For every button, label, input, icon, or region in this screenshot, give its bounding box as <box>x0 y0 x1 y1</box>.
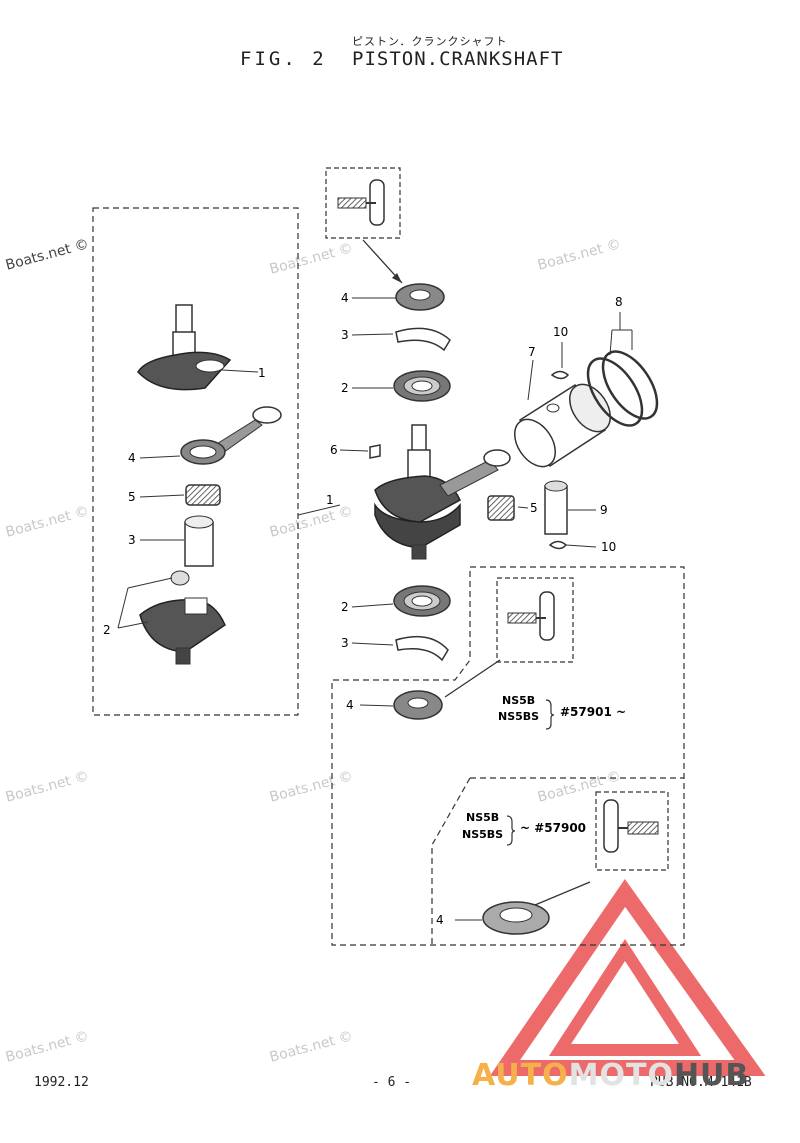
oil-seal-top <box>395 283 445 311</box>
figure-title: PISTON.CRANKSHAFT <box>352 48 564 70</box>
callout-left-5: 5 <box>128 490 136 504</box>
crank-lower-web <box>139 570 226 665</box>
oil-seal-lower <box>393 690 443 720</box>
variant-boundary <box>331 566 685 946</box>
piston-pin <box>544 480 568 535</box>
crank-upper-web <box>137 304 232 391</box>
logo-part-auto: AUTO <box>472 1058 569 1093</box>
left-assembly-box <box>92 207 299 716</box>
crank-pin-left <box>184 515 214 567</box>
piston-pin-clip-bottom <box>548 540 568 550</box>
needle-bearing-center <box>487 495 515 521</box>
callout-center-4c: 4 <box>436 913 444 927</box>
connecting-rod-left <box>180 406 282 465</box>
snap-ring-lower <box>395 635 449 662</box>
note-newer-model-2: NS5BS <box>498 710 539 723</box>
callout-left-3: 3 <box>128 533 136 547</box>
needle-bearing-left <box>185 484 221 506</box>
callout-left-1: 1 <box>258 366 266 380</box>
piston-pin-clip-top <box>550 370 570 380</box>
note-newer-serial: #57901 ~ <box>560 705 626 719</box>
autohub-logo: AUTOMOTOHUB <box>472 1058 749 1093</box>
piston-rings <box>586 350 659 427</box>
callout-left-4: 4 <box>128 451 136 465</box>
footer-page-number: - 6 - <box>372 1075 412 1090</box>
note-older-serial: ~ #57900 <box>520 821 586 835</box>
footer-publication-number: PUB.NO.M-141B <box>650 1075 752 1090</box>
snap-ring-top <box>395 327 451 352</box>
detail-box-top <box>325 167 401 239</box>
logo-triangle <box>489 879 766 1076</box>
callout-right-7: 7 <box>528 345 536 359</box>
ball-bearing-lower <box>393 585 451 617</box>
piston <box>514 383 611 468</box>
callout-center-3b: 3 <box>341 636 349 650</box>
note-older-model-1: NS5B <box>466 811 499 824</box>
callout-center-6: 6 <box>330 443 338 457</box>
callout-right-9: 9 <box>600 503 608 517</box>
note-newer-model-1: NS5B <box>502 694 535 707</box>
callout-center-4b: 4 <box>346 698 354 712</box>
logo-part-moto: MOTO <box>568 1058 674 1093</box>
title-japanese: ピストン．クランクシャフト <box>352 35 508 48</box>
callout-center-2b: 2 <box>341 600 349 614</box>
detail-box-bottom <box>595 791 669 871</box>
ball-bearing-top <box>393 370 451 402</box>
callout-right-10a: 10 <box>553 325 568 339</box>
callout-center-2a: 2 <box>341 381 349 395</box>
logo-part-hub: HUB <box>673 1058 750 1093</box>
figure-number: FIG. 2 <box>240 48 327 70</box>
callout-center-4a: 4 <box>341 291 349 305</box>
callout-left-2: 2 <box>103 623 111 637</box>
woodruff-key <box>369 444 381 459</box>
note-older-model-2: NS5BS <box>462 828 503 841</box>
callout-right-10b: 10 <box>601 540 616 554</box>
callout-center-5: 5 <box>530 501 538 515</box>
callout-center-3a: 3 <box>341 328 349 342</box>
crankshaft-assembly <box>374 424 511 560</box>
callout-center-1: 1 <box>326 493 334 507</box>
callout-right-8: 8 <box>615 295 623 309</box>
oil-seal-older <box>482 901 550 935</box>
footer-date: 1992.12 <box>34 1075 89 1090</box>
